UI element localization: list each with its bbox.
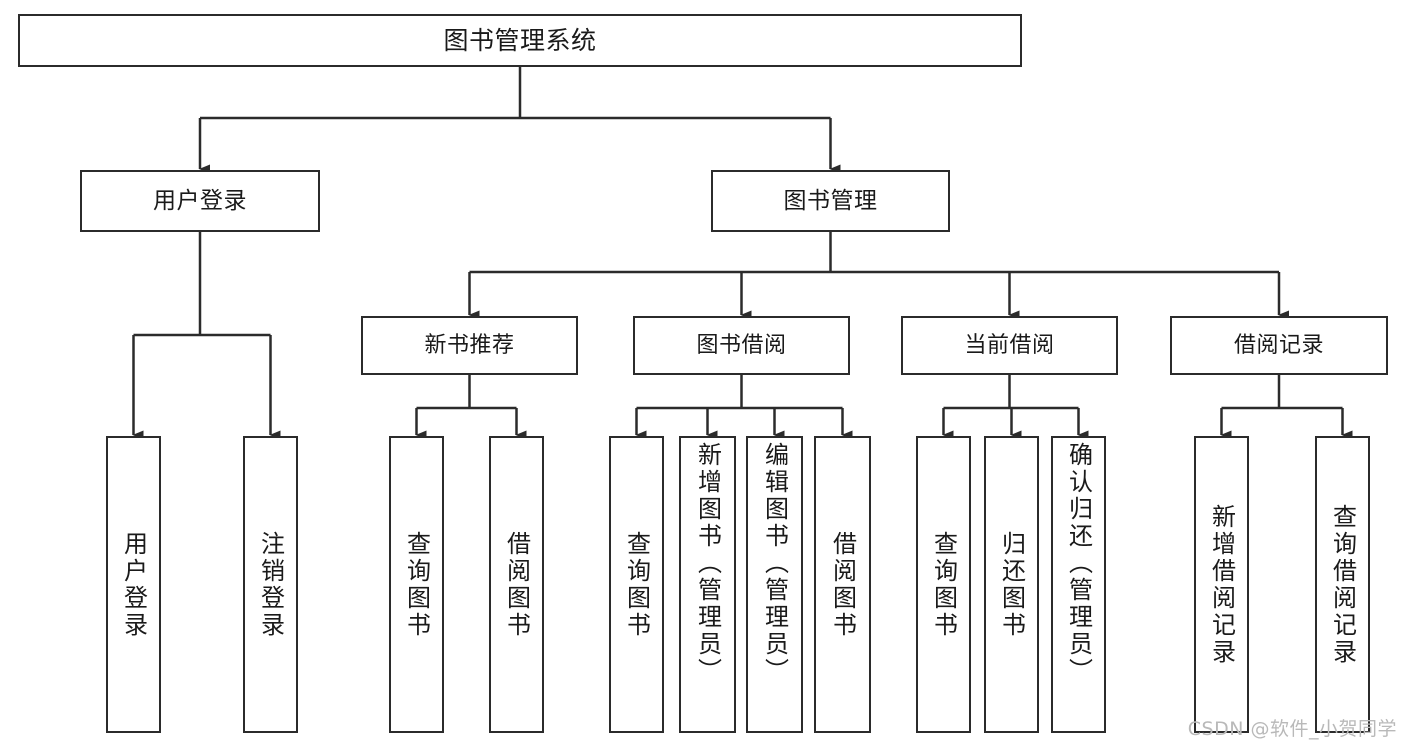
node-leaf-user-logout-label: 注销登录 (256, 530, 285, 639)
node-leaf-edit-book-admin[interactable]: 编辑图书（管理员） (746, 436, 803, 733)
node-current-borrow[interactable]: 当前借阅 (901, 316, 1118, 375)
node-current-borrow-label: 当前借阅 (964, 332, 1055, 358)
node-leaf-query-book-3-label: 查询图书 (929, 530, 958, 639)
node-leaf-return-book-label: 归还图书 (997, 530, 1026, 639)
node-leaf-query-book-3[interactable]: 查询图书 (916, 436, 971, 733)
node-book-borrow-label: 图书借阅 (696, 332, 787, 358)
node-leaf-add-book-admin[interactable]: 新增图书（管理员） (679, 436, 736, 733)
node-user-login[interactable]: 用户登录 (80, 170, 320, 232)
node-root[interactable]: 图书管理系统 (18, 14, 1022, 67)
node-leaf-user-logout[interactable]: 注销登录 (243, 436, 298, 733)
node-leaf-add-borrow-record-label: 新增借阅记录 (1207, 503, 1236, 666)
node-leaf-add-borrow-record[interactable]: 新增借阅记录 (1194, 436, 1249, 733)
node-leaf-borrow-book-1-label: 借阅图书 (502, 530, 531, 639)
node-leaf-query-borrow-record[interactable]: 查询借阅记录 (1315, 436, 1370, 733)
node-book-borrow[interactable]: 图书借阅 (633, 316, 850, 375)
node-leaf-borrow-book-2[interactable]: 借阅图书 (814, 436, 871, 733)
node-leaf-user-login-label: 用户登录 (119, 530, 148, 639)
node-book-management-label: 图书管理 (783, 187, 878, 214)
node-leaf-edit-book-admin-label: 编辑图书（管理员） (760, 442, 789, 685)
node-leaf-add-book-admin-label: 新增图书（管理员） (693, 442, 722, 685)
node-root-label: 图书管理系统 (443, 26, 597, 55)
node-leaf-query-book-1-label: 查询图书 (402, 530, 431, 639)
node-book-management[interactable]: 图书管理 (711, 170, 950, 232)
node-leaf-query-book-2[interactable]: 查询图书 (609, 436, 664, 733)
node-leaf-query-book-1[interactable]: 查询图书 (389, 436, 444, 733)
node-new-book-recommend[interactable]: 新书推荐 (361, 316, 578, 375)
node-leaf-confirm-return-admin-label: 确认归还（管理员） (1064, 442, 1093, 685)
node-leaf-return-book[interactable]: 归还图书 (984, 436, 1039, 733)
node-leaf-query-borrow-record-label: 查询借阅记录 (1328, 503, 1357, 666)
node-leaf-borrow-book-1[interactable]: 借阅图书 (489, 436, 544, 733)
node-borrow-record[interactable]: 借阅记录 (1170, 316, 1388, 375)
node-leaf-user-login[interactable]: 用户登录 (106, 436, 161, 733)
node-leaf-query-book-2-label: 查询图书 (622, 530, 651, 639)
node-leaf-borrow-book-2-label: 借阅图书 (828, 530, 857, 639)
watermark: CSDN @软件_小贺同学 (1187, 718, 1397, 740)
node-leaf-confirm-return-admin[interactable]: 确认归还（管理员） (1051, 436, 1106, 733)
node-new-book-recommend-label: 新书推荐 (424, 332, 515, 358)
node-borrow-record-label: 借阅记录 (1233, 332, 1324, 358)
node-user-login-label: 用户登录 (153, 187, 247, 214)
